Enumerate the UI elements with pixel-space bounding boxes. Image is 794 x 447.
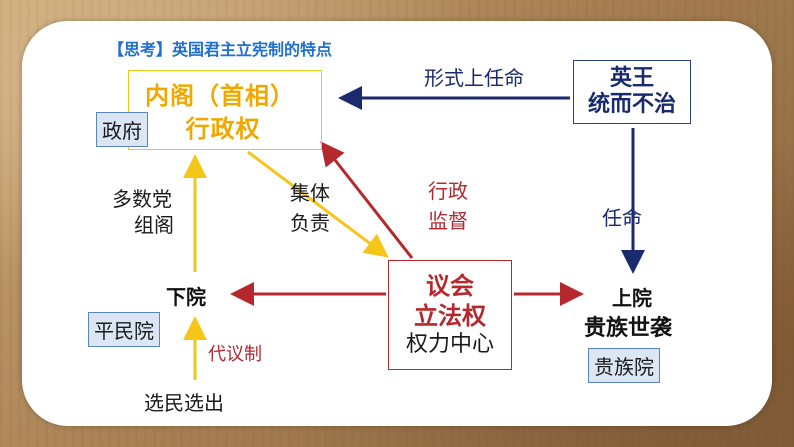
arrow-parliament-to-cabinet [320,141,414,259]
label-majority-2: 组阁 [134,213,174,237]
king-role: 统而不治 [587,92,676,117]
upper-house-title: 上院 [612,286,652,310]
label-supervise-1: 行政 [428,179,468,203]
lower-house-title: 下院 [166,285,206,309]
cabinet-power: 行政权 [185,115,261,143]
label-appoint: 任命 [602,206,642,230]
cabinet-box [128,70,322,150]
label-collective-1: 集体 [290,181,330,205]
cabinet-title: 内阁（首相） [145,82,295,110]
label-formal-appoint: 形式上任命 [424,66,524,90]
arrow-cabinet-to-parliament [247,150,389,258]
lords-tag: 贵族院 [588,348,660,383]
parliament-center: 权力中心 [405,332,494,357]
parliament-box: 议会 立法权 权力中心 [388,260,512,370]
parliament-power: 立法权 [414,302,486,330]
king-box: 英王 统而不治 [573,60,691,124]
label-representative: 代议制 [208,344,262,365]
king-title: 英王 [609,66,654,91]
page-heading: 【思考】英国君主立宪制的特点 [108,40,333,59]
label-majority-1: 多数党 [112,187,172,211]
upper-house-hereditary: 贵族世袭 [584,316,673,341]
parliament-title: 议会 [426,272,474,300]
label-supervise-2: 监督 [428,209,468,233]
commons-tag: 平民院 [88,312,160,347]
label-elect: 选民选出 [144,391,224,415]
label-collective-2: 负责 [290,211,330,235]
government-tag: 政府 [96,112,148,147]
